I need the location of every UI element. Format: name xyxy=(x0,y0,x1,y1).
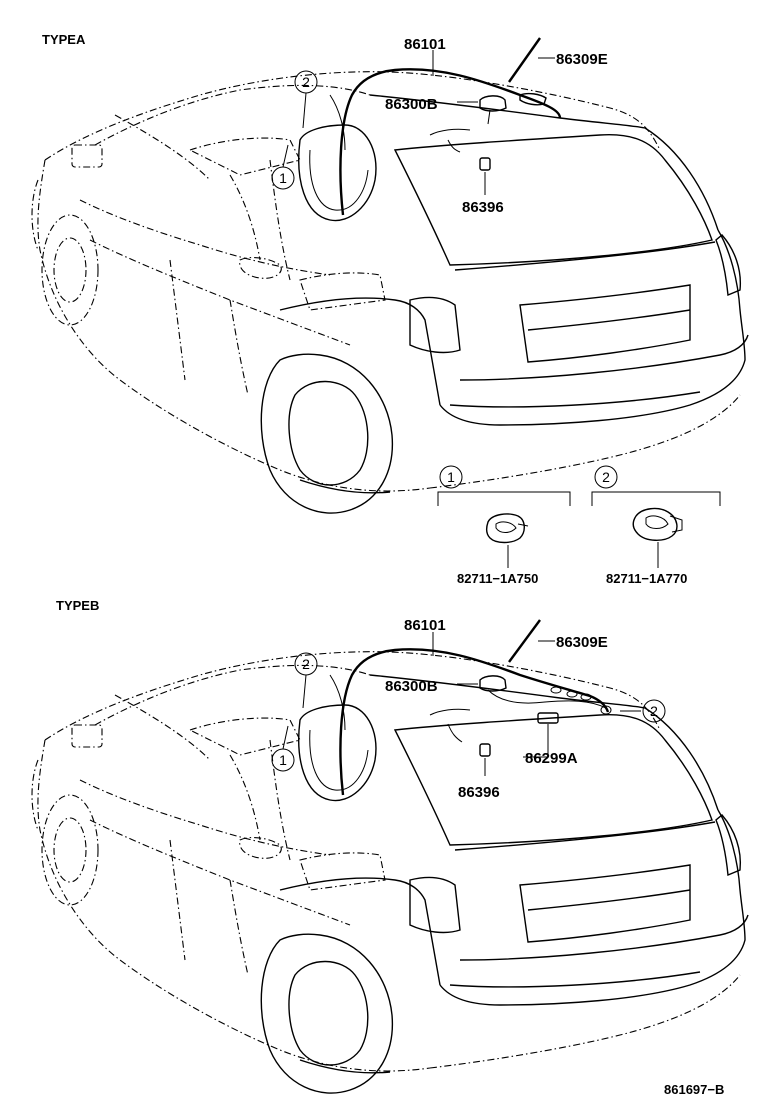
type-a-antenna-base xyxy=(479,95,507,125)
type-b-antenna-base xyxy=(479,675,507,692)
figure-id: 861697−B xyxy=(664,1082,724,1097)
type-a-label-86309e: 86309E xyxy=(556,51,608,68)
type-a-antenna-pole xyxy=(508,37,541,83)
svg-text:2: 2 xyxy=(650,703,658,719)
type-a-label-82711-1a770: 82711−1A770 xyxy=(606,571,687,586)
type-a-connector-82711-1a770 xyxy=(632,507,683,541)
svg-text:1: 1 xyxy=(279,752,287,768)
type-a-label-86300b: 86300B xyxy=(385,96,438,113)
svg-text:2: 2 xyxy=(302,74,310,90)
type-b-label-86101: 86101 xyxy=(404,617,446,634)
type-b-callout-2-front: 2 xyxy=(294,652,318,709)
type-b-amplifier xyxy=(537,712,559,724)
svg-text:1: 1 xyxy=(447,469,455,485)
type-b-label-86300b: 86300B xyxy=(385,678,438,695)
type-b-label-86309e: 86309E xyxy=(556,634,608,651)
type-a-callout-2: 2 xyxy=(294,70,318,129)
type-a-label-82711-1a750: 82711−1A750 xyxy=(457,571,538,586)
type-b-label-86396: 86396 xyxy=(458,784,500,801)
type-a-antenna-cord xyxy=(339,68,562,216)
type-a-label-86101: 86101 xyxy=(404,36,446,53)
type-a-antenna-mount xyxy=(519,92,547,106)
type-b-antenna-cord xyxy=(339,648,610,796)
type-b-callout-2-rear: 2 xyxy=(642,699,666,723)
type-b-label-86299a: 86299A xyxy=(525,750,578,767)
type-b-antenna-pole xyxy=(508,619,541,663)
type-b-grommet xyxy=(479,743,491,757)
type-b-car-drawing xyxy=(31,650,749,1094)
type-a-detail-2: 2 82711−1A770 xyxy=(591,465,721,586)
svg-text:2: 2 xyxy=(602,469,610,485)
type-a-grommet xyxy=(479,157,491,171)
type-a-title: TYPEA xyxy=(42,32,86,47)
svg-text:1: 1 xyxy=(279,170,287,186)
type-a-label-86396: 86396 xyxy=(462,199,504,216)
type-a-car-drawing xyxy=(31,70,749,514)
type-b-cord-connectors xyxy=(550,686,612,715)
type-b-title: TYPEB xyxy=(56,598,99,613)
type-a-connector-82711-1a750 xyxy=(485,513,529,544)
svg-text:2: 2 xyxy=(302,656,310,672)
type-b-callout-1: 1 xyxy=(271,725,295,772)
type-a-detail-1: 1 82711−1A750 xyxy=(437,465,571,586)
type-a-callout-1: 1 xyxy=(271,144,295,190)
